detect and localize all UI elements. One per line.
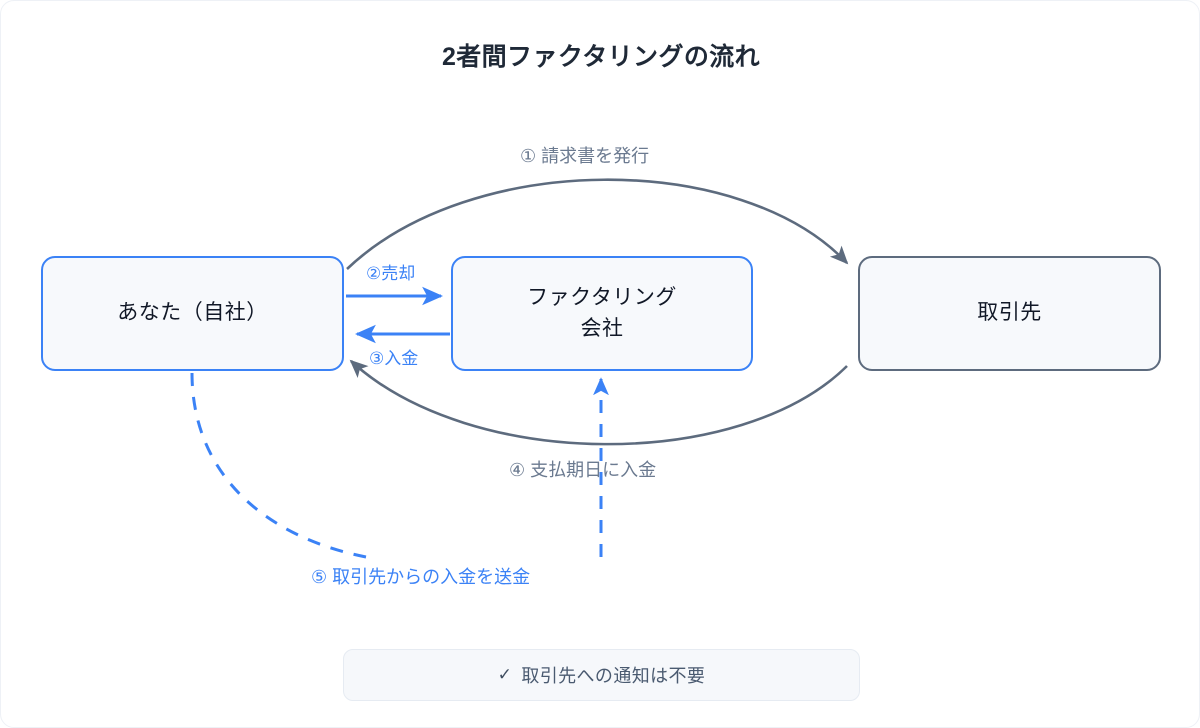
node-factoring-company-label-line2: 会社 [580, 316, 624, 340]
edge-label-step3: ③入金 [369, 349, 419, 368]
edge-step4 [349, 359, 848, 446]
check-icon: ✓ [497, 665, 513, 684]
edge-label-step4: ④ 支払期日に入金 [509, 460, 657, 480]
node-your-company-label: あなた（自社） [117, 301, 268, 325]
page-title: 2者間ファクタリングの流れ [441, 43, 761, 71]
edge-step5 [190, 372, 367, 559]
node-client-label: 取引先 [977, 301, 1042, 325]
edge-label-step5: ⑤ 取引先からの入金を送金 [311, 567, 531, 587]
node-client[interactable]: 取引先 [858, 256, 1161, 371]
edge-step1 [346, 178, 849, 270]
node-your-company[interactable]: あなた（自社） [41, 256, 344, 371]
node-factoring-company-label: ファクタリング 会社 [527, 283, 677, 344]
note-badge: ✓ 取引先への通知は不要 [343, 649, 860, 701]
note-badge-text: 取引先への通知は不要 [521, 666, 706, 686]
node-factoring-company-label-line1: ファクタリング [527, 286, 677, 310]
node-factoring-company[interactable]: ファクタリング 会社 [451, 256, 753, 371]
edge-label-step2: ②売却 [366, 264, 416, 283]
edge-label-step1: ① 請求書を発行 [520, 146, 650, 166]
